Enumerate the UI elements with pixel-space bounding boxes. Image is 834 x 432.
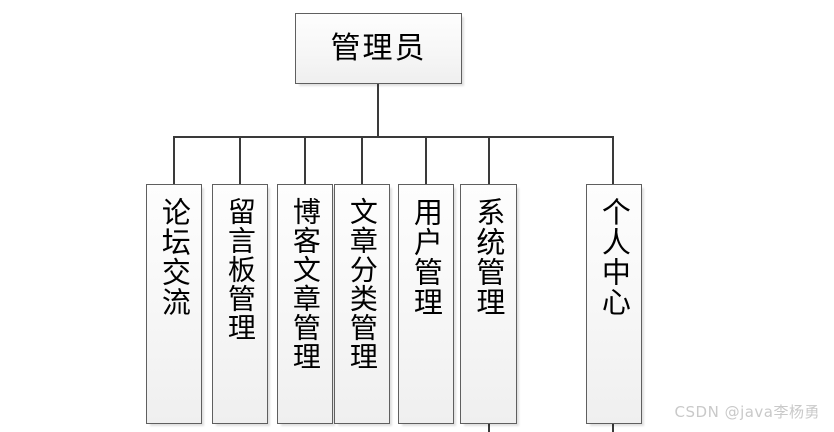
node-child-7[interactable]: 个人中心	[586, 184, 642, 424]
node-child-label-3: 博客文章管理	[288, 197, 322, 371]
connector-stub-6	[488, 424, 490, 432]
connector-drop-5	[425, 136, 427, 184]
node-child-1[interactable]: 论坛交流	[146, 184, 202, 424]
connector-drop-3	[304, 136, 306, 184]
connector-horizontal-bus	[174, 136, 613, 138]
node-child-4[interactable]: 文章分类管理	[334, 184, 390, 424]
node-child-label-7: 个人中心	[597, 197, 632, 317]
node-child-label-2: 留言板管理	[223, 197, 257, 342]
node-child-label-4: 文章分类管理	[345, 197, 379, 371]
node-child-label-6: 系统管理	[471, 197, 506, 317]
node-child-6[interactable]: 系统管理	[460, 184, 517, 424]
connector-drop-1	[173, 136, 175, 184]
node-root-administrator[interactable]: 管理员	[295, 13, 462, 84]
node-root-label: 管理员	[330, 30, 427, 66]
csdn-watermark: CSDN @java李杨勇	[674, 403, 820, 421]
connector-trunk-vertical	[377, 84, 379, 136]
node-child-label-1: 论坛交流	[157, 197, 192, 317]
node-child-3[interactable]: 博客文章管理	[277, 184, 333, 424]
connector-drop-2	[239, 136, 241, 184]
connector-drop-6	[488, 136, 490, 184]
connector-drop-4	[361, 136, 363, 184]
connector-drop-7	[612, 136, 614, 184]
node-child-5[interactable]: 用户管理	[398, 184, 454, 424]
node-child-label-5: 用户管理	[409, 197, 444, 317]
connector-stub-7	[612, 424, 614, 432]
node-child-2[interactable]: 留言板管理	[212, 184, 268, 424]
